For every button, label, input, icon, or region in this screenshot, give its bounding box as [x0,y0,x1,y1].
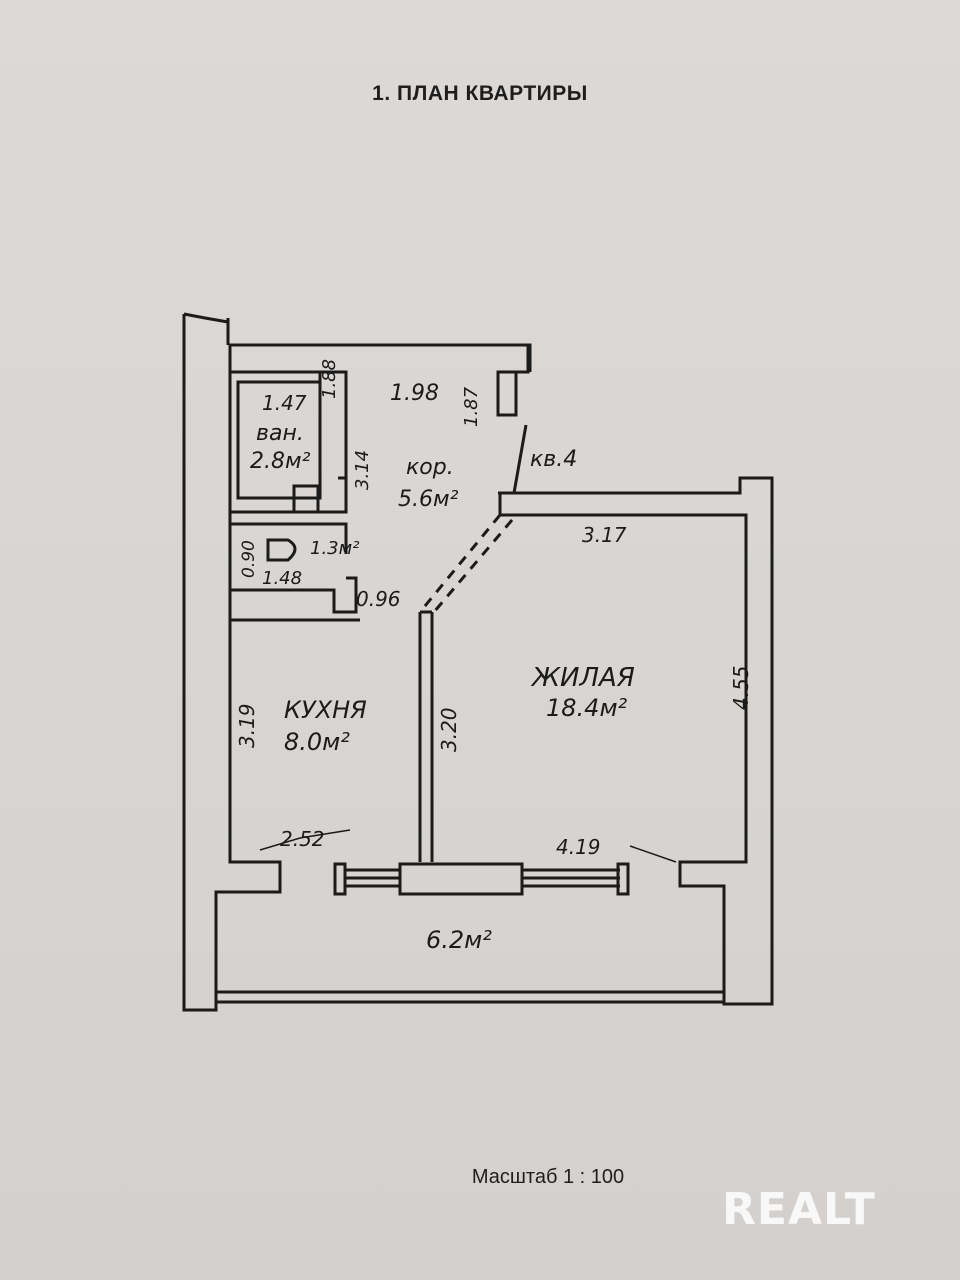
living-area: 18.4м² [546,694,628,722]
balcony-floor [216,990,724,1004]
top-wall-stub [183,312,230,345]
dim-living-top: 3.17 [582,523,627,547]
dim-door-width: 0.96 [356,587,401,611]
opening-dashed-2 [432,519,514,613]
window-right [616,862,630,896]
bath-door [338,476,348,512]
entry-door-line [512,424,528,494]
bathroom-area: 2.8м² [250,449,311,474]
dim-leader-kitchen [259,829,351,851]
balcony-left [184,892,218,1012]
window-left [333,862,347,896]
toilet-area: 1.3м² [310,538,359,559]
scale-label: Масштаб 1 : 100 [471,1166,625,1188]
plan-title: 1. ПЛАН КВАРТИРЫ [372,82,588,105]
bathroom-name: ван. [256,421,304,446]
dim-toilet-depth: 0.90 [239,540,259,578]
top-wall [230,343,532,372]
corridor-area: 5.6м² [398,487,459,512]
dim-living-bottom: 4.19 [556,835,601,859]
balcony-area: 6.2м² [426,926,492,954]
dim-corridor-depth: 1.87 [461,386,482,427]
bathroom-walls [230,370,348,514]
opening-dashed-1 [418,514,502,613]
dim-living-side: 4.55 [729,665,753,710]
dim-corridor-width: 1.98 [390,381,439,406]
dim-bath-depth: 1.88 [319,359,340,399]
dim-bath-width: 1.47 [262,391,307,415]
dim-leader-living [629,845,677,863]
living-name: ЖИЛАЯ [530,663,635,693]
living-top-wall [498,476,774,1006]
dim-kitchen-bottom: 2.52 [280,827,325,851]
window-sash-1 [345,868,400,888]
realt-watermark: REALT [722,1184,876,1235]
toilet-bowl [266,538,297,562]
dim-kitchen-side: 3.19 [235,703,259,748]
dim-kitchen-inner: 3.20 [437,707,461,752]
apartment-label: кв.4 [530,447,577,472]
window-sash-2 [522,868,620,888]
sink-box [292,484,320,514]
kitchen-living-wall [418,610,434,862]
corridor-name: кор. [406,455,454,480]
kitchen-area: 8.0м² [284,728,350,756]
dim-toilet-width: 1.48 [262,568,302,589]
dim-bath-length: 3.14 [352,450,373,490]
toilet-walls [230,522,358,614]
window-pillar [398,862,524,896]
kitchen-name: КУХНЯ [284,696,367,724]
